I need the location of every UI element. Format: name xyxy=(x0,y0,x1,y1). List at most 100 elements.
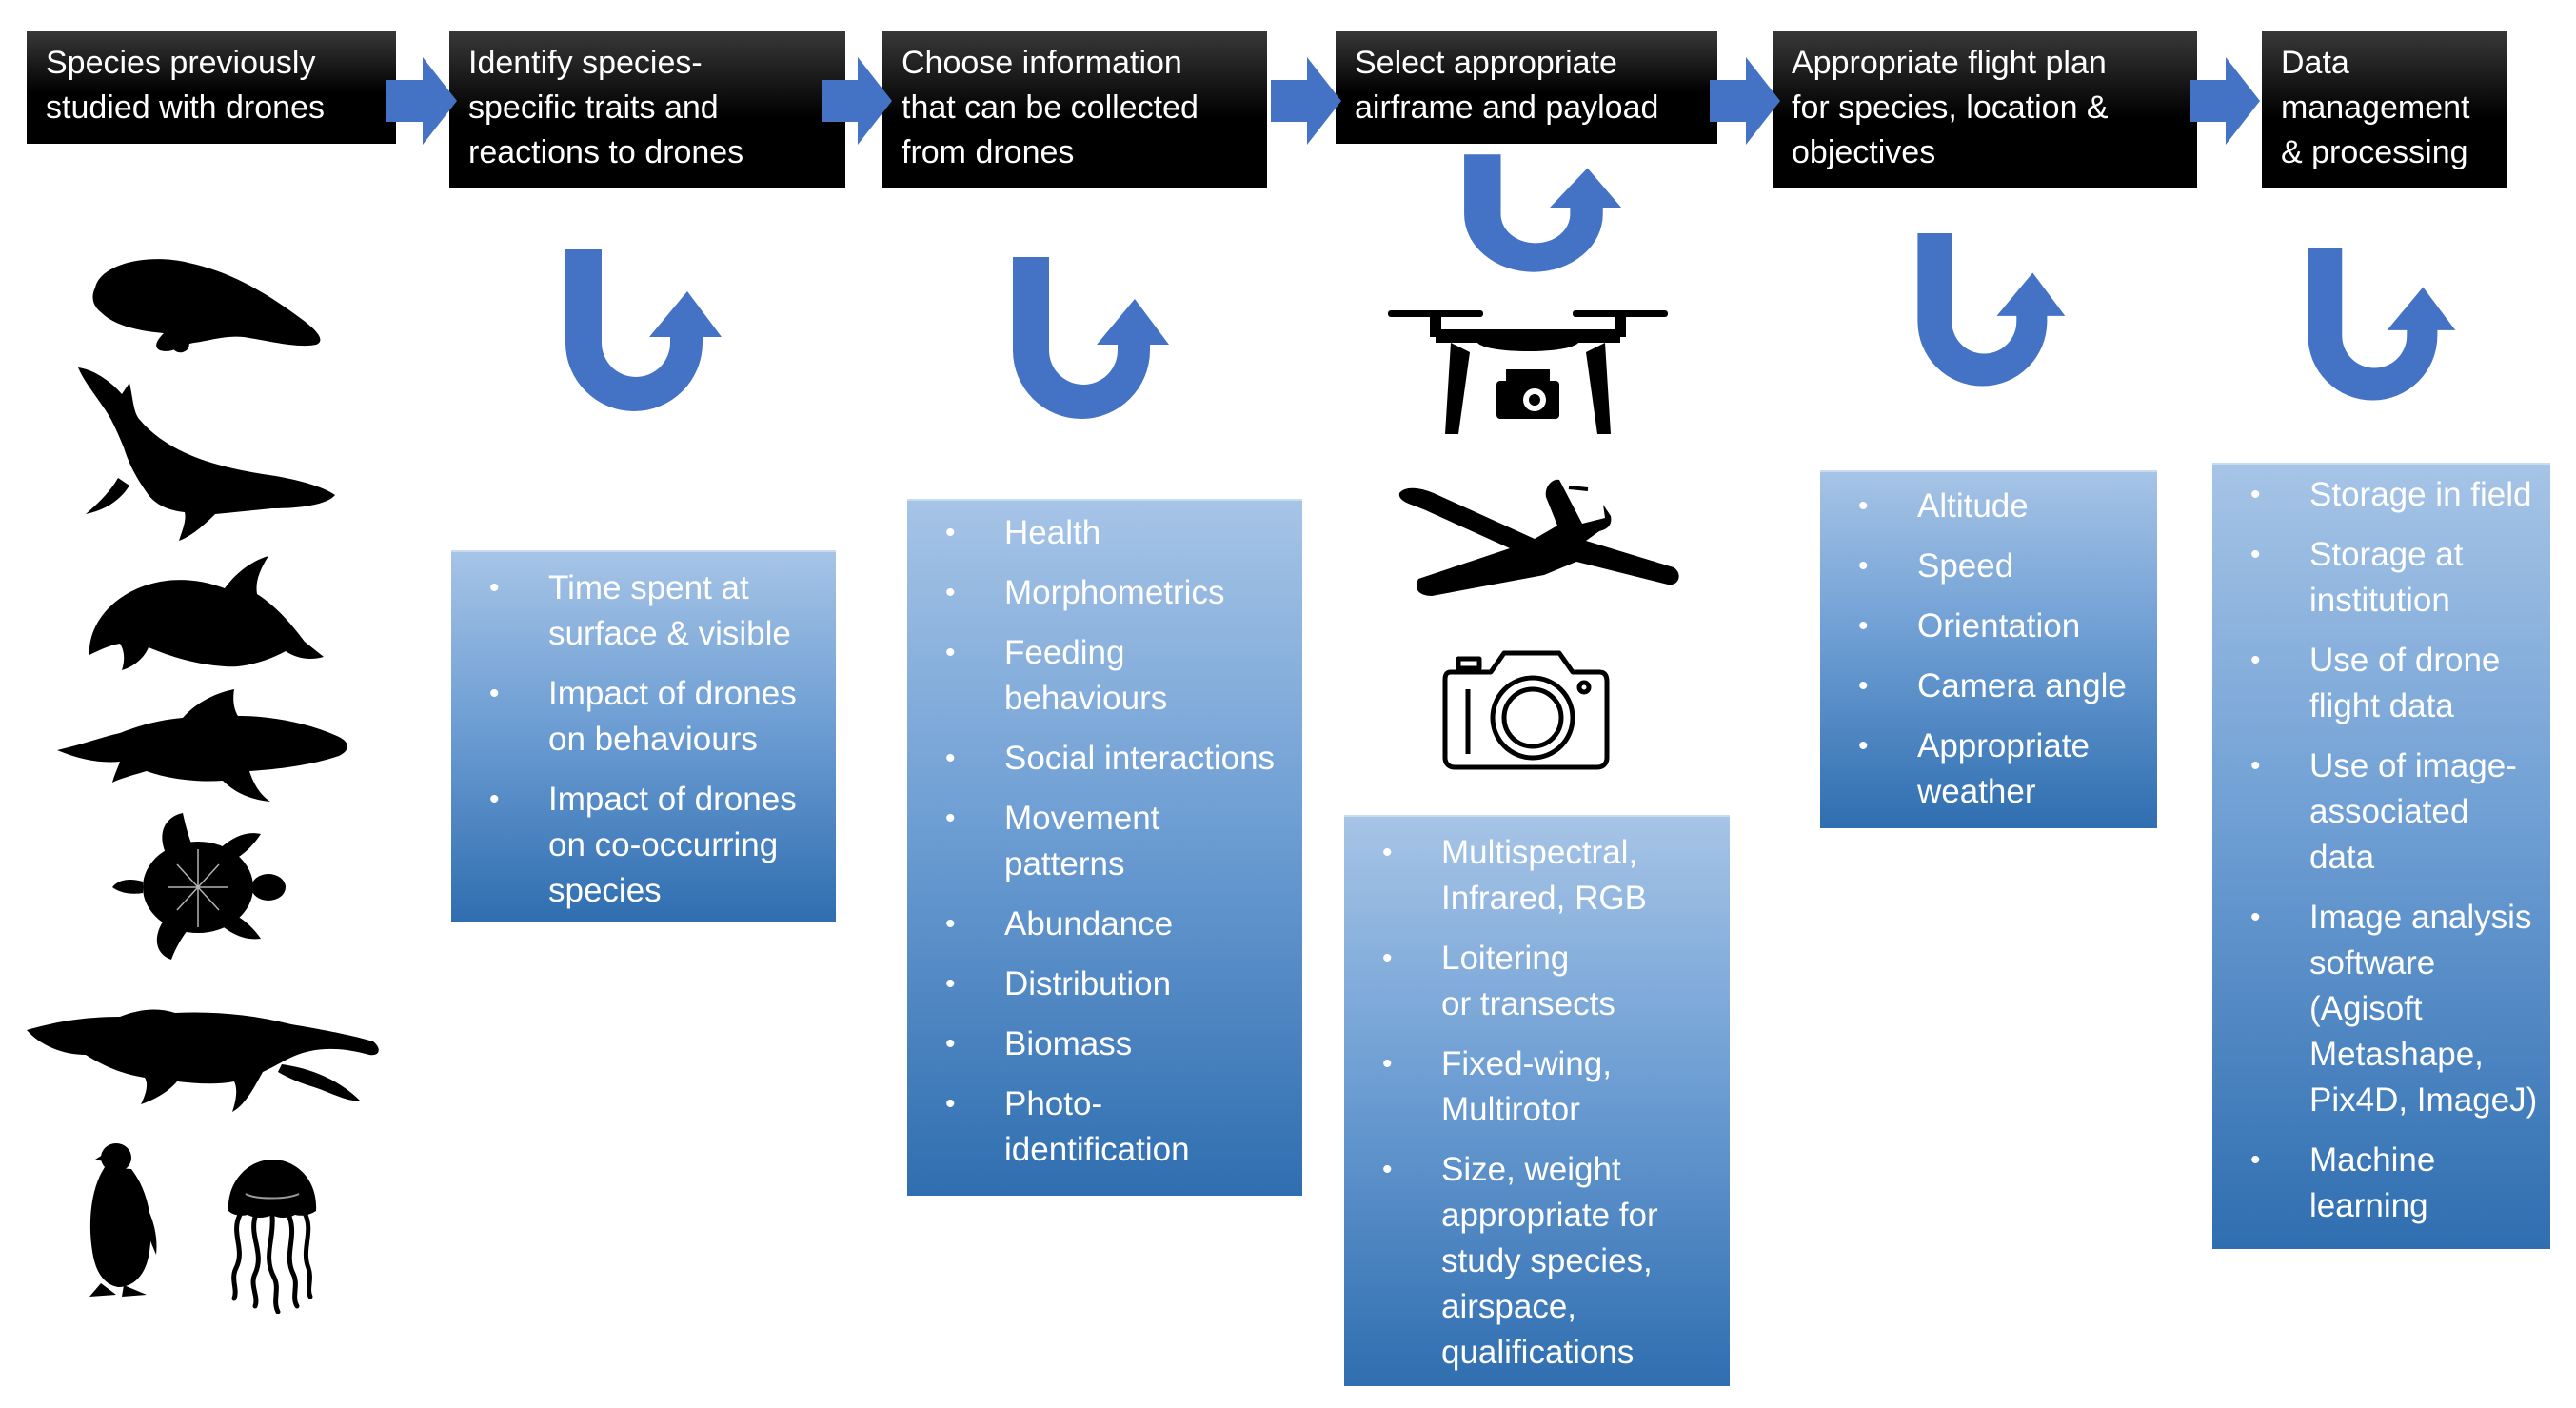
item-line: (Agisoft xyxy=(2309,990,2423,1027)
step-select-airframe: Select appropriate airframe and payload xyxy=(1336,31,1717,144)
item-line: associated xyxy=(2309,793,2469,830)
item-line: institution xyxy=(2309,582,2450,619)
item-line: study species, xyxy=(1441,1242,1653,1279)
item-line: learning xyxy=(2309,1187,2428,1224)
item-line: flight data xyxy=(2309,687,2454,724)
list-item: Use of image-associated data xyxy=(2231,744,2545,881)
item-line: patterns xyxy=(1004,845,1125,882)
list-item: Image analysis software (AgisoftMetashape,… xyxy=(2231,895,2545,1123)
item-line: Fixed-wing, xyxy=(1441,1045,1612,1082)
step-line: management xyxy=(2281,89,2470,126)
panel-traits: Time spent at surface & visible Impact of… xyxy=(451,550,836,922)
fixed-wing-drone-icon xyxy=(1398,479,1679,596)
step-line: objectives xyxy=(1792,134,1936,170)
item-line: Abundance xyxy=(1004,905,1174,942)
u-turn-arrow-icon xyxy=(1464,154,1622,272)
item-line: Camera angle xyxy=(1917,667,2127,704)
item-line: Impact of drones xyxy=(548,675,797,712)
step-line: Species previously xyxy=(46,45,316,81)
item-line: species xyxy=(548,872,662,909)
step-identify-traits: Identify species- specific traits and re… xyxy=(449,31,845,188)
item-line: Appropriate xyxy=(1917,727,2090,764)
item-line: Feeding xyxy=(1004,634,1125,671)
penguin-icon xyxy=(89,1143,157,1297)
u-turn-arrow-icon xyxy=(1917,233,2066,387)
item-line: Biomass xyxy=(1004,1025,1133,1062)
list-item: Size, weight appropriate for study species… xyxy=(1363,1147,1714,1376)
item-line: Movement xyxy=(1004,800,1160,837)
item-line: software xyxy=(2309,944,2436,982)
item-line: Speed xyxy=(1917,547,2014,585)
step-line: airframe and payload xyxy=(1355,89,1659,126)
step-line: specific traits and xyxy=(468,89,719,126)
camera-icon xyxy=(1442,650,1610,770)
item-line: Size, weight xyxy=(1441,1151,1621,1188)
list-item: Morphometrics xyxy=(926,570,1287,616)
item-line: weather xyxy=(1917,773,2036,810)
u-turn-arrow-icon xyxy=(1013,257,1169,419)
list-item: Storage at institution xyxy=(2231,532,2545,624)
item-line: Image analysis xyxy=(2309,899,2532,936)
panel-airframe: Multispectral, Infrared, RGB Loitering or … xyxy=(1344,815,1730,1386)
item-line: Machine xyxy=(2309,1141,2436,1179)
step-line: for species, location & xyxy=(1792,89,2109,126)
u-turn-arrow-icon xyxy=(565,249,722,411)
item-line: Use of drone xyxy=(2309,642,2501,679)
step-data-management: Data management & processing xyxy=(2262,31,2507,188)
list-item: Movement patterns xyxy=(926,796,1287,887)
panel-data-management: Storage in field Storage at institution U… xyxy=(2212,463,2550,1249)
list-item: Loitering or transects xyxy=(1363,936,1714,1027)
item-line: Use of image- xyxy=(2309,747,2517,784)
item-line: qualifications xyxy=(1441,1334,1635,1371)
list-item: Use of drone flight data xyxy=(2231,638,2545,729)
list-item: Appropriate weather xyxy=(1839,724,2142,815)
right-arrow-icon xyxy=(822,57,892,145)
list-item: Abundance xyxy=(926,902,1287,947)
item-line: Distribution xyxy=(1004,965,1172,1002)
item-line: Infrared, RGB xyxy=(1441,880,1647,917)
right-arrow-icon xyxy=(386,57,457,145)
sea-turtle-icon xyxy=(112,813,286,960)
item-line: Time spent at xyxy=(548,569,749,606)
step-line: from drones xyxy=(902,134,1075,170)
step-line: Select appropriate xyxy=(1355,45,1617,81)
humpback-whale-icon xyxy=(78,367,335,541)
step-line: studied with drones xyxy=(46,89,325,126)
list-item: Machine learning xyxy=(2231,1138,2545,1229)
jellyfish-icon xyxy=(228,1160,317,1314)
panel-flight-plan: Altitude Speed Orientation Camera angle … xyxy=(1820,470,2157,828)
item-line: Storage at xyxy=(2309,536,2464,573)
item-line: Metashape, xyxy=(2309,1036,2484,1073)
item-line: Storage in field xyxy=(2309,476,2532,513)
step-flight-plan: Appropriate flight plan for species, loc… xyxy=(1773,31,2197,188)
list-item: Distribution xyxy=(926,962,1287,1007)
list-item: Camera angle xyxy=(1839,664,2142,709)
item-line: data xyxy=(2309,839,2375,876)
step-choose-information: Choose information that can be collected… xyxy=(882,31,1267,188)
item-line: Health xyxy=(1004,514,1101,551)
item-line: or transects xyxy=(1441,985,1615,1022)
item-line: Orientation xyxy=(1917,607,2081,645)
item-line: Pix4D, ImageJ) xyxy=(2309,1081,2538,1119)
list-item: Orientation xyxy=(1839,604,2142,649)
manatee-icon xyxy=(92,259,321,353)
item-line: identification xyxy=(1004,1131,1190,1168)
item-line: appropriate for xyxy=(1441,1197,1658,1234)
item-line: Multispectral, xyxy=(1441,834,1638,871)
step-line: Identify species- xyxy=(468,45,703,81)
step-line: Data xyxy=(2281,45,2349,81)
dolphin-icon xyxy=(89,556,325,670)
item-line: surface & visible xyxy=(548,615,791,652)
list-item: Photo-identification xyxy=(926,1081,1287,1173)
shark-icon xyxy=(57,689,347,802)
item-line: Loitering xyxy=(1441,940,1570,977)
list-item: Social interactions xyxy=(926,736,1287,782)
item-line: on co-occurring xyxy=(548,826,779,863)
item-line: Multirotor xyxy=(1441,1091,1580,1128)
step-line: Appropriate flight plan xyxy=(1792,45,2107,81)
crocodile-icon xyxy=(27,1009,379,1112)
list-item: Speed xyxy=(1839,544,2142,589)
